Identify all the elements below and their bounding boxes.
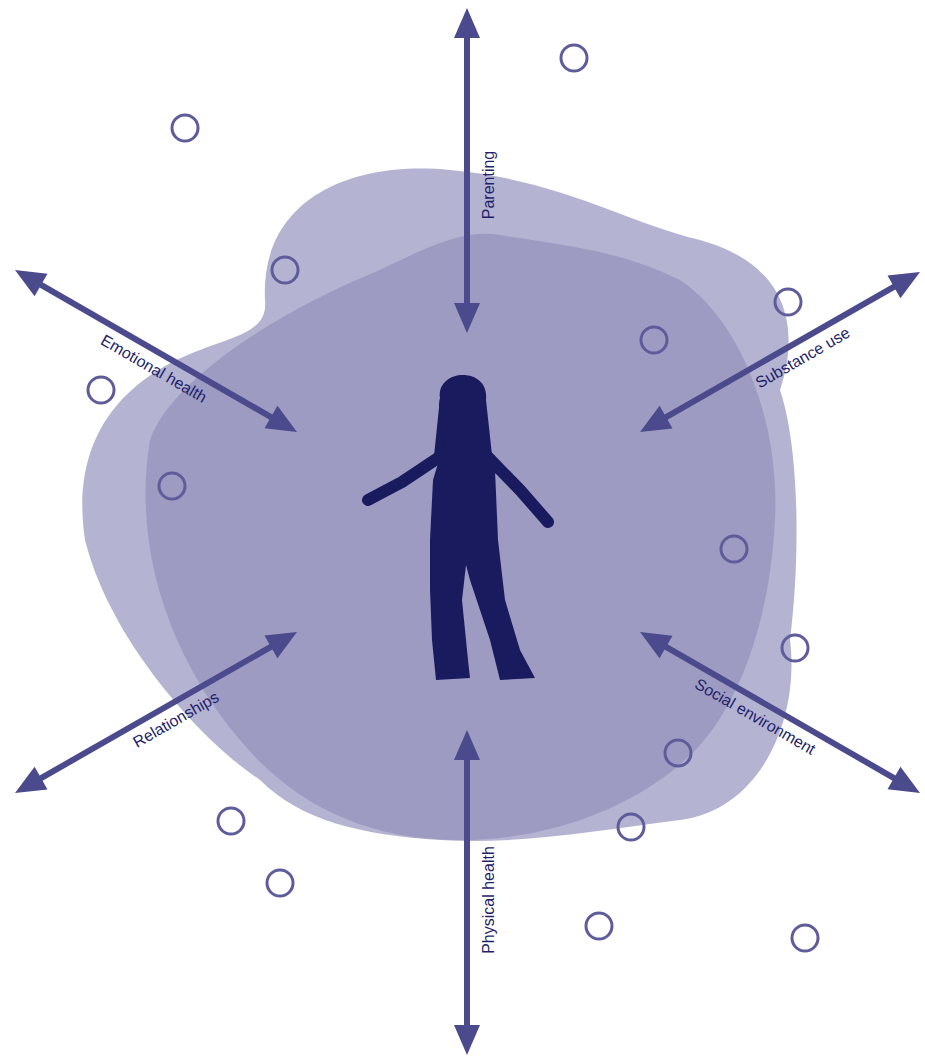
arrow-head: [888, 767, 920, 793]
bubbles: [88, 45, 818, 951]
outer-blob: [82, 169, 796, 841]
arrow-head: [15, 767, 47, 793]
arrow-head: [888, 272, 920, 298]
arrows: [15, 8, 920, 1055]
arrow-shaft: [32, 642, 279, 783]
arrow-shaft: [464, 28, 470, 313]
arrow-shaft: [464, 750, 470, 1035]
arrow-head: [265, 406, 297, 432]
arrow-shaft: [657, 642, 902, 783]
arrow-head: [640, 632, 672, 658]
arrow-shaft: [657, 282, 902, 422]
arrow-head: [454, 730, 480, 760]
inner-blob: [146, 234, 776, 840]
arrow-label: Parenting: [481, 151, 497, 220]
girl-silhouette: [368, 375, 548, 680]
arrow-head: [454, 1025, 480, 1055]
arrow-head: [454, 303, 480, 333]
arrow-shaft: [32, 280, 279, 422]
arrow-label: Physical health: [481, 846, 497, 954]
arrow-head: [640, 406, 672, 432]
arrow-head: [15, 270, 47, 296]
arrow-head: [265, 632, 297, 658]
arrow-head: [454, 8, 480, 38]
